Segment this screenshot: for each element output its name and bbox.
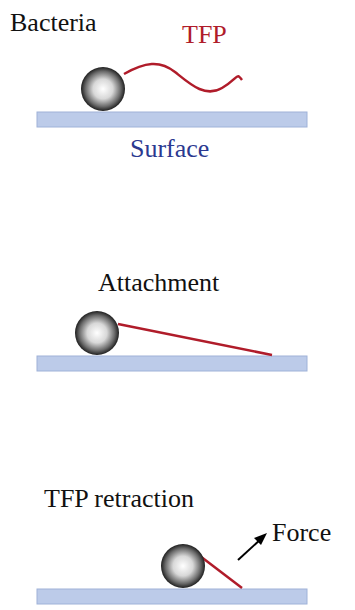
pilus	[200, 556, 242, 588]
bacterium	[81, 67, 125, 111]
surface-bar	[37, 589, 307, 604]
stage-label: TFP retraction	[44, 484, 194, 514]
bacteria-label: Bacteria	[10, 8, 97, 38]
pilus	[118, 324, 272, 355]
pilus	[124, 64, 242, 91]
pilus-label: TFP	[182, 20, 227, 50]
force-label: Force	[272, 518, 331, 548]
stage-label: Attachment	[98, 268, 219, 298]
bacterium	[75, 311, 119, 355]
surface-bar	[37, 356, 307, 371]
surface-label: Surface	[130, 134, 209, 164]
surface-bar	[37, 112, 307, 127]
bacterium	[161, 544, 205, 588]
arrow-head	[254, 533, 267, 545]
